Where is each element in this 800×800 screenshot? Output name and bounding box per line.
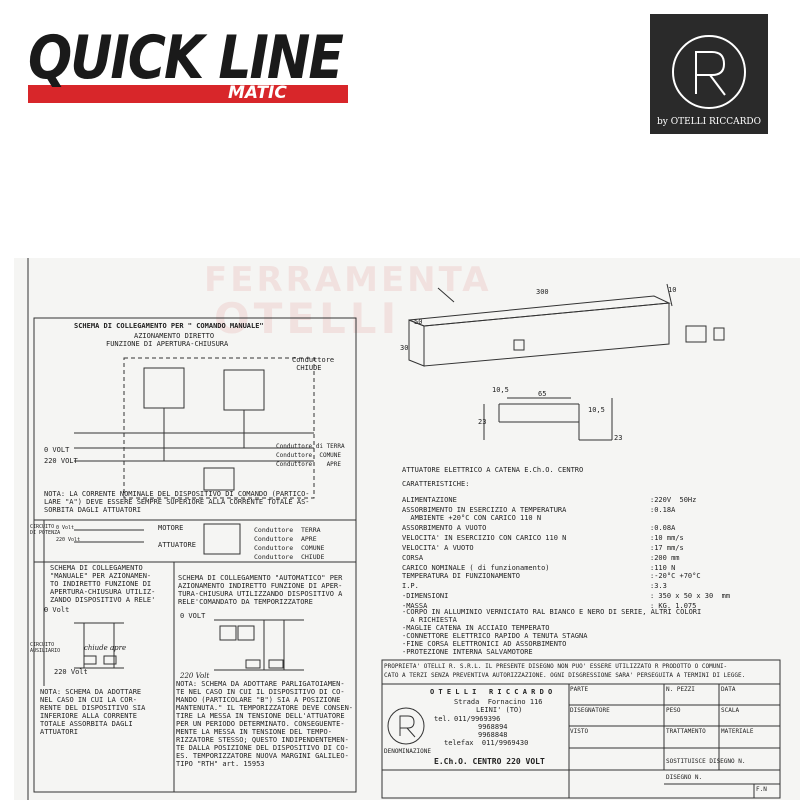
otelli-monogram-icon xyxy=(672,35,746,109)
spec-value: :10 mm/s xyxy=(650,534,684,542)
quickline-logo: QUICK LINE xyxy=(28,24,344,93)
bl-schema: SCHEMA DI COLLEGAMENTO "MANUALE" PER AZI… xyxy=(50,564,156,604)
manual-cond-apre: Conduttore APRE xyxy=(276,461,342,468)
bm-v220: 220 Volt xyxy=(180,672,210,680)
dim-50: 50 xyxy=(414,318,423,326)
watermark-line1: FERRAMENTA xyxy=(204,260,492,300)
tb-trattamento: TRATTAMENTO xyxy=(666,728,706,735)
manual-subtitle2: FUNZIONE DI APERTURA-CHIUSURA xyxy=(106,340,229,348)
tb-property: PROPRIETA' OTELLI R. S.R.L. IL PRESENTE … xyxy=(384,663,746,679)
mid-v220: 220 Volt xyxy=(56,537,81,543)
spec-value: :3.3 xyxy=(650,582,667,590)
mid-v0: 0 Volt xyxy=(56,525,75,531)
spec-label: ASSORBIMENTO IN ESERCIZIO A TEMPERATURA … xyxy=(402,506,567,522)
spec-label: I.P. xyxy=(402,582,419,590)
tb-materiale: MATERIALE xyxy=(721,728,754,735)
spec-label: CARICO NOMINALE ( di funzionamento) xyxy=(402,564,550,572)
tb-den-value: E.Ch.O. CENTRO 220 VOLT xyxy=(434,757,545,766)
tb-fn: F.N xyxy=(756,786,767,793)
bl-v220: 220 Volt xyxy=(54,668,88,676)
manual-note: NOTA: LA CORRENTE NOMINALE DEL DISPOSITI… xyxy=(44,490,310,514)
spec-value: :17 mm/s xyxy=(650,544,684,552)
spec-label: CORSA xyxy=(402,554,424,562)
manual-cond-comune: Conduttore COMUNE xyxy=(276,452,342,459)
manual-title: SCHEMA DI COLLEGAMENTO PER " COMANDO MAN… xyxy=(74,322,264,330)
spec-value: : KG. 1.075 xyxy=(650,602,697,610)
spec-value: : 350 x 50 x 30 mm xyxy=(650,592,731,600)
quickline-logo-bar xyxy=(28,85,348,103)
bl-circuito: CIRCUITO AUSILIARIO xyxy=(30,642,61,654)
manual-cond-terra: Conduttore di TERRA xyxy=(276,443,345,450)
bm-v0: 0 VOLT xyxy=(180,612,206,620)
spec-label: ASSORBIMENTO A VUOTO xyxy=(402,524,487,532)
bl-v0: 0 Volt xyxy=(44,606,70,614)
dim-10-5-a: 10,5 xyxy=(492,386,509,394)
tb-data: DATA xyxy=(721,686,736,693)
tb-tel3: 9968848 xyxy=(478,731,508,739)
tb-addr2: LEINI' (TO) xyxy=(476,706,523,714)
otelli-logo xyxy=(650,14,768,134)
otelli-logo-text: by OTELLI RICCARDO xyxy=(656,117,761,127)
dim-10-5-b: 10,5 xyxy=(588,406,605,414)
dim-65: 65 xyxy=(538,390,547,398)
mid-motore: MOTORE xyxy=(158,524,184,532)
spec-label: -MASSA xyxy=(402,602,428,610)
specs-car: CARATTERISTICHE: xyxy=(402,480,470,488)
tb-denominazione: DENOMINAZIONE xyxy=(384,748,431,755)
mid-cond-comune: Conduttore COMUNE xyxy=(254,544,325,552)
tb-sostituisce: SOSTITUISCE DISEGNO N. xyxy=(666,758,746,765)
dim-300: 300 xyxy=(536,288,549,296)
manual-v220: 220 VOLT xyxy=(44,457,78,465)
spec-label: TEMPERATURA DI FUNZIONAMENTO xyxy=(402,572,521,580)
tb-tel-label: tel. xyxy=(434,715,451,723)
specs-list: -CORPO IN ALLUMINIO VERNICIATO RAL BIANC… xyxy=(402,608,702,656)
dim-10: 10 xyxy=(668,286,677,294)
tb-disegno: DISEGNO N. xyxy=(666,774,703,781)
tb-tel1: 011/9969396 xyxy=(454,715,501,723)
bl-apre: apre xyxy=(110,644,127,652)
manual-cond-chiude: Conduttore CHIUDE xyxy=(292,356,335,372)
bm-nota: NOTA: SCHEMA DA ADOTTARE PARLIGATOIAMEN-… xyxy=(176,680,354,768)
spec-value: :220V 50Hz xyxy=(650,496,697,504)
tb-disegnatore: DISEGNATORE xyxy=(570,707,610,714)
bl-chiude: chiude xyxy=(84,644,108,652)
tb-company: O T E L L I R I C C A R D O xyxy=(430,688,553,696)
tb-telefax: telefax 011/9969430 xyxy=(444,739,529,747)
spec-value: :0.08A xyxy=(650,524,676,532)
dim-23-a: 23 xyxy=(478,418,487,426)
technical-sheet: FERRAMENTA OTELLI xyxy=(14,258,800,800)
tb-addr1: Strada Fornacino 116 xyxy=(454,698,543,706)
dim-30: 30 xyxy=(400,344,409,352)
tb-tel2: 9968894 xyxy=(478,723,508,731)
spec-label: -DIMENSIONI xyxy=(402,592,449,600)
spec-value: :-20°C +70°C xyxy=(650,572,701,580)
tb-scala: SCALA xyxy=(721,707,740,714)
tb-pezzi: N. PEZZI xyxy=(666,686,695,693)
bm-schema: SCHEMA DI COLLEGAMENTO "AUTOMATICO" PER … xyxy=(178,574,343,606)
mid-cond-terra: Conduttore TERRA xyxy=(254,526,321,534)
tb-peso: PESO xyxy=(666,707,681,714)
mid-attuatore: ATTUATORE xyxy=(158,541,196,549)
mid-cond-chiude: Conduttore CHIUDE xyxy=(254,553,325,561)
sheet-linework xyxy=(27,258,781,800)
quickline-logo-sub: MATIC xyxy=(228,83,287,103)
tb-parte: PARTE xyxy=(570,686,589,693)
manual-subtitle1: AZIONAMENTO DIRETTO xyxy=(134,332,215,340)
dim-23-b: 23 xyxy=(614,434,623,442)
mid-cond-apre: Conduttore APRE xyxy=(254,535,317,543)
bl-nota: NOTA: SCHEMA DA ADOTTARE NEL CASO IN CUI… xyxy=(40,688,146,736)
spec-label: VELOCITA' IN ESERCIZIO CON CARICO 110 N xyxy=(402,534,567,542)
manual-v0: 0 VOLT xyxy=(44,446,70,454)
tb-visto: VISTO xyxy=(570,728,589,735)
spec-label: ALIMENTAZIONE xyxy=(402,496,457,504)
specs-title: ATTUATORE ELETTRICO A CATENA E.Ch.O. CEN… xyxy=(402,466,584,474)
spec-value: :110 N xyxy=(650,564,676,572)
spec-label: VELOCITA' A VUOTO xyxy=(402,544,474,552)
spec-value: :0.18A xyxy=(650,506,676,514)
spec-value: :200 mm xyxy=(650,554,680,562)
mid-circuito-potenza: CIRCUITO DI POTENZA xyxy=(30,524,61,536)
